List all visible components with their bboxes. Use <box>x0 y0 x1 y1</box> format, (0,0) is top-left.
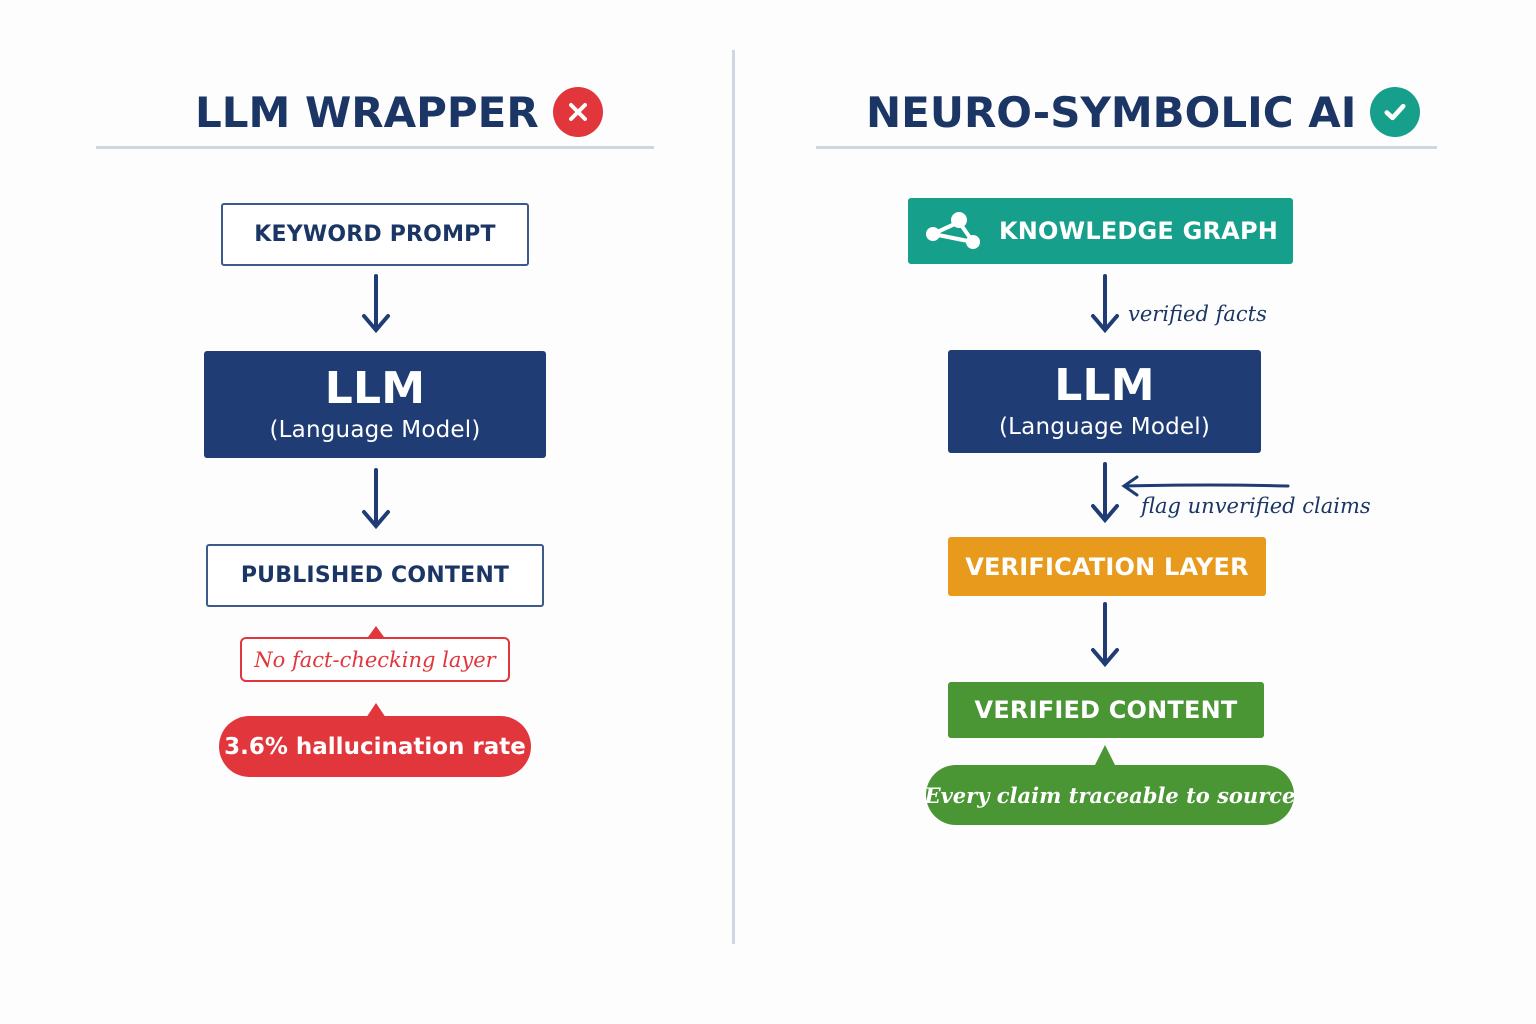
flag-unverified-note: flag unverified claims <box>1141 494 1371 518</box>
arrow-verification-to-output <box>1091 602 1119 668</box>
published-content-label: PUBLISHED CONTENT <box>240 563 510 588</box>
right-title-rule <box>816 146 1437 149</box>
arrow-llm-to-verification <box>1091 462 1119 524</box>
arrow-llm-to-output <box>362 468 390 530</box>
left-title-text: LLM WRAPPER <box>195 87 539 137</box>
knowledge-graph-label: KNOWLEDGE GRAPH <box>998 217 1279 245</box>
hallucination-rate-pill: 3.6% hallucination rate <box>219 716 531 777</box>
left-title-rule <box>96 146 654 149</box>
right-llm-subtitle: (Language Model) <box>998 413 1211 440</box>
no-fact-check-tag: No fact-checking layer <box>240 637 510 682</box>
left-llm-title: LLM <box>324 363 426 415</box>
x-circle-icon <box>552 87 603 137</box>
arrow-prompt-to-llm <box>362 274 390 334</box>
left-llm-subtitle: (Language Model) <box>269 416 481 443</box>
hallucination-rate-label: 3.6% hallucination rate <box>224 733 526 760</box>
left-llm-box: LLM (Language Model) <box>204 351 546 458</box>
verified-content-label: VERIFIED CONTENT <box>974 696 1238 724</box>
check-circle-icon <box>1370 87 1421 137</box>
verified-facts-note: verified facts <box>1128 302 1267 326</box>
verified-content-box: VERIFIED CONTENT <box>948 682 1264 738</box>
traceable-source-pill: Every claim traceable to source <box>924 765 1296 825</box>
stat-pointer <box>366 703 386 718</box>
network-graph-icon <box>923 208 985 254</box>
published-content-box: PUBLISHED CONTENT <box>206 544 544 607</box>
result-pointer <box>1094 745 1116 767</box>
right-title-text: NEURO-SYMBOLIC AI <box>866 87 1357 137</box>
knowledge-graph-box: KNOWLEDGE GRAPH <box>908 198 1293 264</box>
verification-layer-box: VERIFICATION LAYER <box>948 537 1266 596</box>
arrow-graph-to-llm <box>1091 274 1119 334</box>
verification-layer-label: VERIFICATION LAYER <box>965 552 1249 581</box>
right-llm-title: LLM <box>1054 360 1155 412</box>
traceable-source-label: Every claim traceable to source <box>924 782 1296 808</box>
center-divider <box>732 50 735 944</box>
arrow-flag-feedback <box>1121 475 1290 497</box>
right-llm-box: LLM (Language Model) <box>948 350 1261 453</box>
no-fact-check-label: No fact-checking layer <box>254 647 496 672</box>
warning-pointer <box>368 626 384 637</box>
left-title: LLM WRAPPER <box>195 84 603 140</box>
keyword-prompt-box: KEYWORD PROMPT <box>221 203 529 266</box>
keyword-prompt-label: KEYWORD PROMPT <box>254 222 496 247</box>
right-title: NEURO-SYMBOLIC AI <box>866 84 1421 140</box>
